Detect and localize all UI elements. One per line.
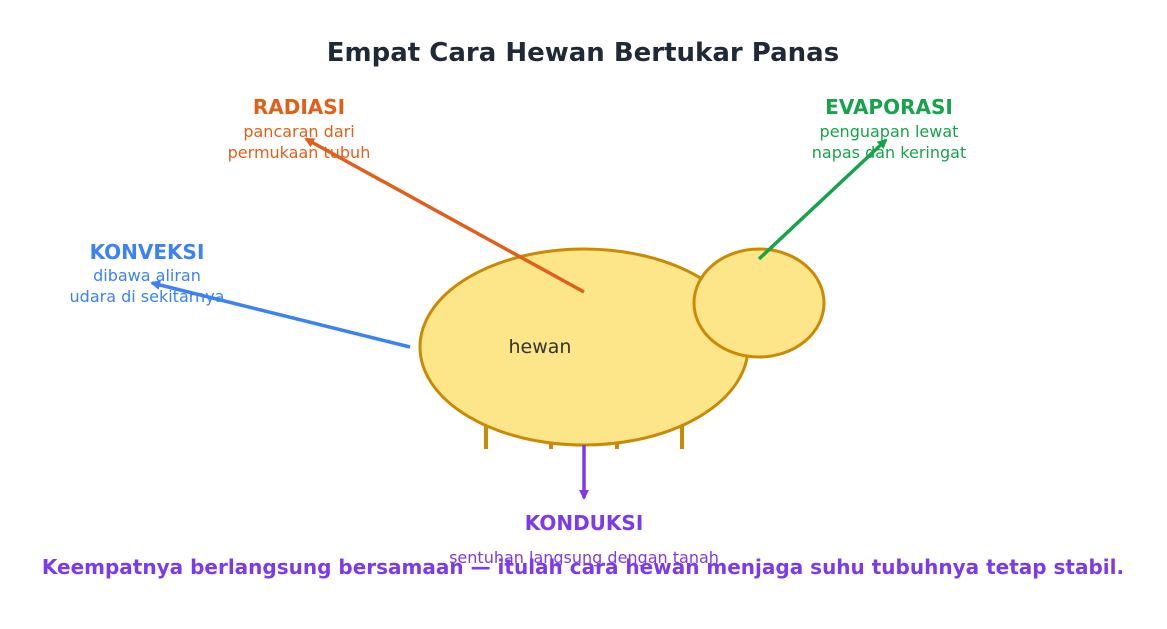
animal-label: hewan — [509, 336, 572, 358]
diagram-title: Empat Cara Hewan Bertukar Panas — [327, 38, 839, 68]
konduksi-desc: sentuhan langsung dengan tanah — [449, 548, 719, 567]
konveksi-title: KONVEKSI — [90, 240, 205, 264]
evaporasi-desc-line1: penguapan lewat — [820, 122, 959, 141]
konveksi-desc-line1: dibawa aliran — [93, 266, 201, 285]
konveksi-arrow — [150, 280, 411, 349]
evaporasi-desc-line2: napas dan keringat — [812, 143, 966, 162]
animal-body — [418, 247, 750, 447]
footer-note: Keempatnya berlangsung bersamaan — itula… — [42, 555, 1124, 579]
radiasi-desc-line2: permukaan tubuh — [228, 143, 371, 162]
radiasi-desc-line1: pancaran dari — [243, 122, 354, 141]
evaporasi-title: EVAPORASI — [825, 95, 953, 119]
animal-head — [692, 247, 826, 359]
radiasi-title: RADIASI — [253, 95, 345, 119]
konduksi-title: KONDUKSI — [525, 511, 644, 535]
evaporasi-arrow — [757, 138, 888, 261]
konveksi-desc-line2: udara di sekitarnya — [70, 287, 225, 306]
radiasi-arrow — [304, 137, 585, 294]
